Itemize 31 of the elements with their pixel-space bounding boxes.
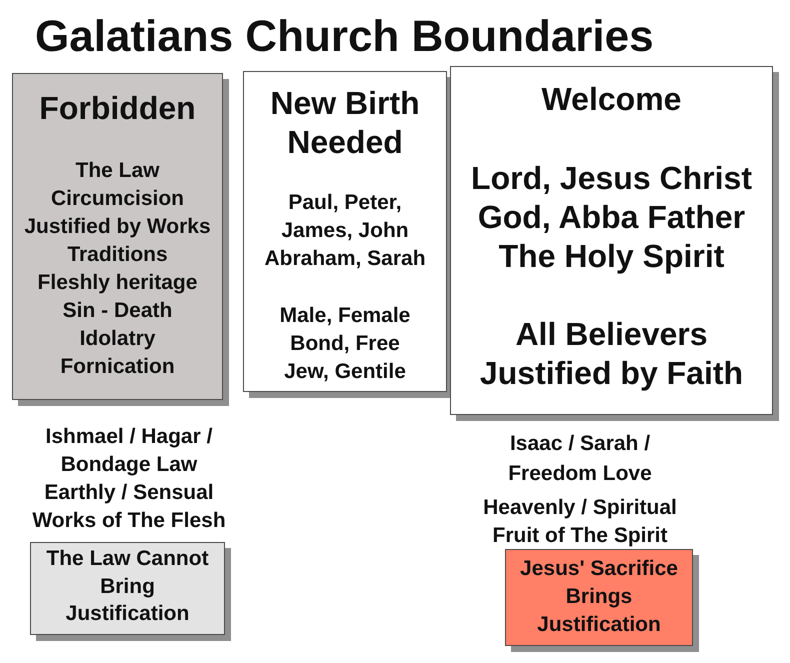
list-item: Idolatry	[80, 326, 156, 352]
panel-heading: Forbidden	[39, 88, 196, 128]
list-item: Circumcision	[50, 186, 184, 212]
note-text: The Law Cannot Bring Justification	[45, 546, 210, 627]
list-item: The Holy Spirit	[498, 236, 724, 276]
diagram-title: Galatians Church Boundaries	[35, 12, 654, 62]
list-item: Jew, Gentile	[284, 359, 406, 385]
note-box	[505, 549, 699, 652]
list-item: Male, Female	[280, 303, 410, 329]
note-text: Jesus' Sacrifice Brings Justification	[519, 556, 679, 638]
side-note: Heavenly / Spiritual Fruit of The Spirit	[482, 495, 678, 549]
category-panel	[12, 73, 229, 406]
list-item: Bond, Free	[290, 331, 400, 357]
side-note: Ishmael / Hagar / Bondage Law	[44, 424, 214, 478]
list-item: The Law	[76, 158, 160, 184]
list-item: Fornication	[60, 354, 175, 380]
panel-heading: Welcome	[542, 80, 682, 118]
list-item: God, Abba Father	[478, 198, 746, 236]
panel-heading: New Birth Needed	[269, 84, 421, 162]
list-item: Fleshly heritage	[38, 270, 198, 296]
side-note: Earthly / Sensual Works of The Flesh	[31, 480, 227, 534]
side-note: Isaac / Sarah / Freedom Love	[507, 431, 653, 487]
list-item: Justified by Works	[24, 214, 211, 240]
name-list: Paul, Peter, James, John Abraham, Sarah	[260, 189, 430, 273]
category-panel	[450, 66, 779, 421]
list-item: Sin - Death	[62, 298, 172, 324]
category-panel	[243, 71, 453, 398]
list-item: Lord, Jesus Christ	[471, 158, 752, 198]
panel-statement: All Believers Justified by Faith	[478, 314, 744, 392]
list-item: Traditions	[67, 242, 168, 268]
note-box	[30, 542, 231, 641]
